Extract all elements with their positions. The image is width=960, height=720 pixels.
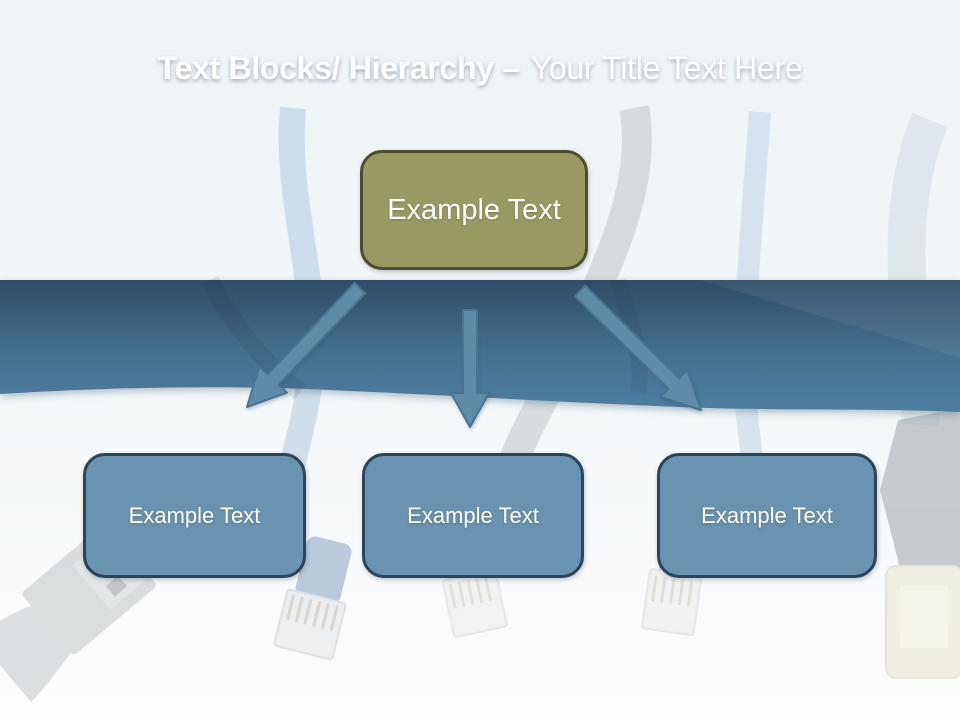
slide-title-emphasis: Text Blocks/ Hierarchy – — [157, 50, 520, 86]
child-node-box-3[interactable]: Example Text — [657, 453, 877, 578]
child-node-label-2: Example Text — [407, 502, 539, 528]
child-node-label-3: Example Text — [701, 502, 833, 528]
slide-title[interactable]: Text Blocks/ Hierarchy – Your Title Text … — [0, 50, 960, 87]
large-connector-art — [880, 408, 960, 679]
child-node-label-1: Example Text — [128, 502, 261, 528]
slide-title-rest: Your Title Text Here — [530, 50, 803, 86]
root-node-box[interactable]: Example Text — [360, 150, 588, 270]
child-node-box-2[interactable]: Example Text — [362, 453, 584, 578]
header-highlight-wedge — [700, 280, 960, 358]
rj45-connector-art-1 — [273, 536, 352, 661]
root-node-label: Example Text — [387, 193, 561, 226]
child-node-box-1[interactable]: Example Text — [83, 453, 306, 578]
